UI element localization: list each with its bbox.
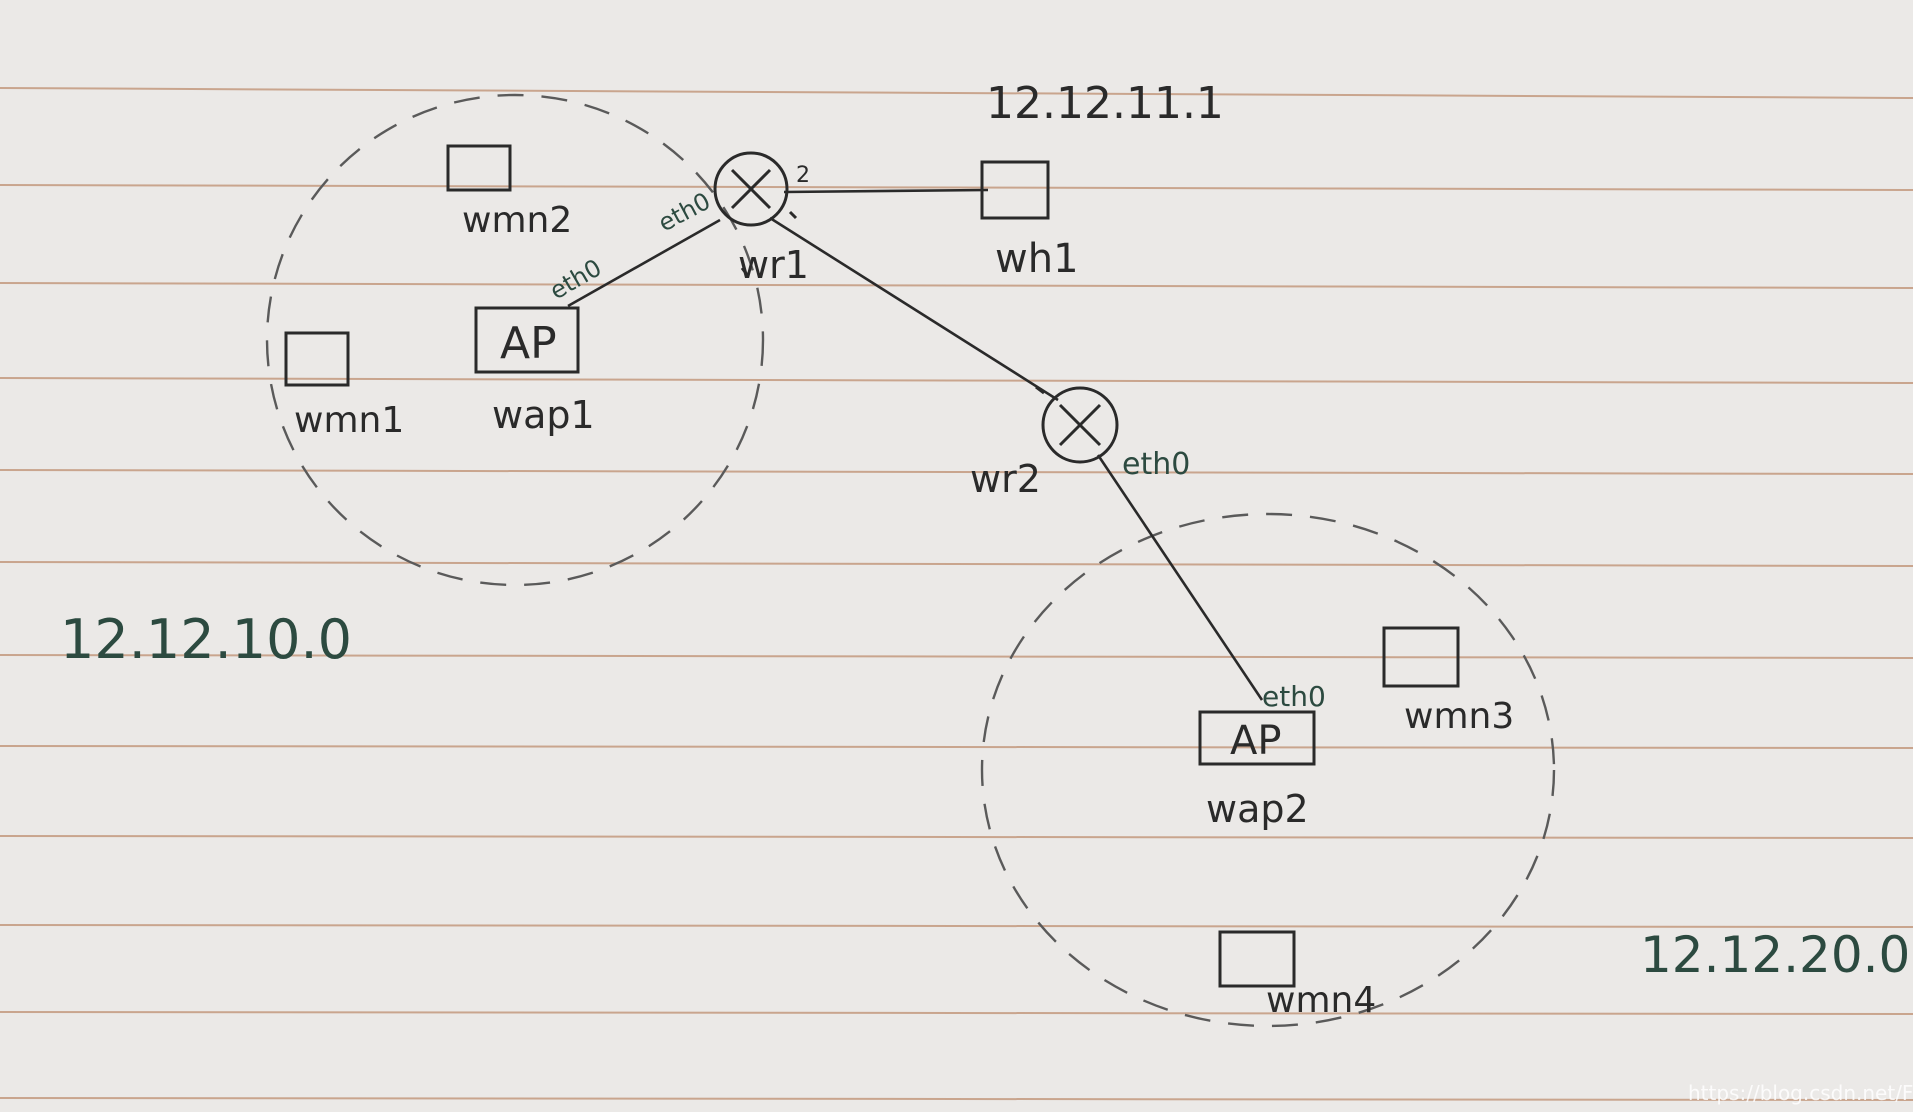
access-point-box-label-wap2: AP (1230, 718, 1281, 764)
watermark-text: https://blog.csdn.net/FlowerMin (1688, 1081, 1913, 1105)
link-wr1-wh1 (783, 188, 989, 194)
router-wr2[interactable] (1041, 386, 1119, 464)
station-label-wmn1: wmn1 (294, 400, 404, 441)
access-point-box-label-wap1: AP (500, 318, 557, 369)
ruled-lines (0, 87, 1913, 1101)
port-label-wr2-eth0: eth0 (1122, 447, 1190, 482)
router-wr1[interactable] (713, 151, 789, 227)
network-label-net2: 12.12.20.0 (1640, 926, 1910, 984)
port-label-wr1-2: 2 (796, 163, 810, 188)
station-wmn2[interactable] (446, 144, 512, 192)
wireless-range-net2 (980, 512, 1556, 1028)
access-point-wap1[interactable] (474, 306, 580, 374)
station-label-wmn3: wmn3 (1404, 696, 1514, 737)
host-label-wh1: wh1 (995, 236, 1079, 282)
station-label-wmn4: wmn4 (1266, 980, 1376, 1021)
station-wmn1[interactable] (284, 331, 350, 387)
station-label-wmn2: wmn2 (462, 200, 572, 241)
access-point-label-wap1: wap1 (492, 393, 595, 437)
router-label-wr1: wr1 (738, 243, 809, 287)
network-label-net1: 12.12.10.0 (60, 608, 352, 671)
station-wmn3[interactable] (1382, 626, 1460, 688)
host-ip-label: 12.12.11.1 (986, 78, 1224, 129)
access-point-label-wap2: wap2 (1206, 787, 1309, 831)
port-label-wap2-eth0: eth0 (1262, 680, 1326, 713)
host-wh1[interactable] (980, 160, 1050, 220)
link-wap1-wr1 (567, 218, 721, 308)
access-point-wap2[interactable] (1198, 710, 1316, 766)
link-wr2-wap2 (1096, 454, 1264, 701)
port-label-wr1-eth0: eth0 (654, 187, 715, 237)
router-icon (713, 151, 789, 227)
wireless-range-net1 (265, 93, 765, 587)
port-label-wap1-eth0: eth0 (545, 254, 606, 306)
link-wr1-wr2 (769, 216, 1059, 402)
router-icon (1041, 386, 1119, 464)
station-wmn4[interactable] (1218, 930, 1296, 988)
router-label-wr2: wr2 (970, 457, 1041, 501)
